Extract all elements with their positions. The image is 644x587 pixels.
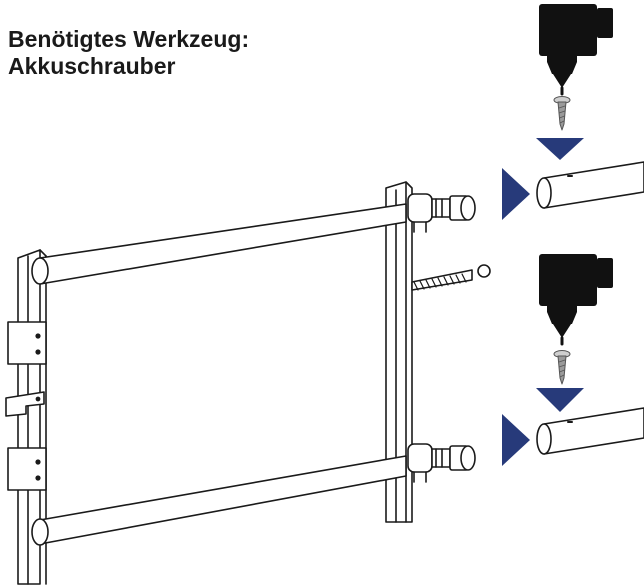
lower-connector-fitting: [407, 443, 476, 483]
upper-rail-tube: [31, 203, 407, 285]
upper-extension-tube: [536, 161, 644, 209]
lower-extension-tube: [536, 407, 644, 455]
arrow-right-icon: [502, 168, 530, 220]
cordless-drill-icon: [537, 2, 617, 96]
left-wall-brackets: [5, 321, 47, 491]
heading-line-1: Benötigtes Werkzeug:: [8, 26, 250, 52]
lower-rail-tube: [31, 455, 407, 546]
tool-requirement-heading: Benötigtes Werkzeug: Akkuschrauber: [8, 26, 249, 80]
arrow-down-icon: [536, 388, 584, 412]
heading-line-2: Akkuschrauber: [8, 53, 176, 79]
arrow-right-icon: [502, 414, 530, 466]
screw-icon: [553, 95, 571, 131]
cordless-drill-icon: [537, 252, 617, 346]
tension-spring: [411, 264, 491, 291]
screw-icon: [553, 349, 571, 385]
arrow-down-icon: [536, 138, 584, 160]
upper-connector-fitting: [407, 193, 476, 233]
